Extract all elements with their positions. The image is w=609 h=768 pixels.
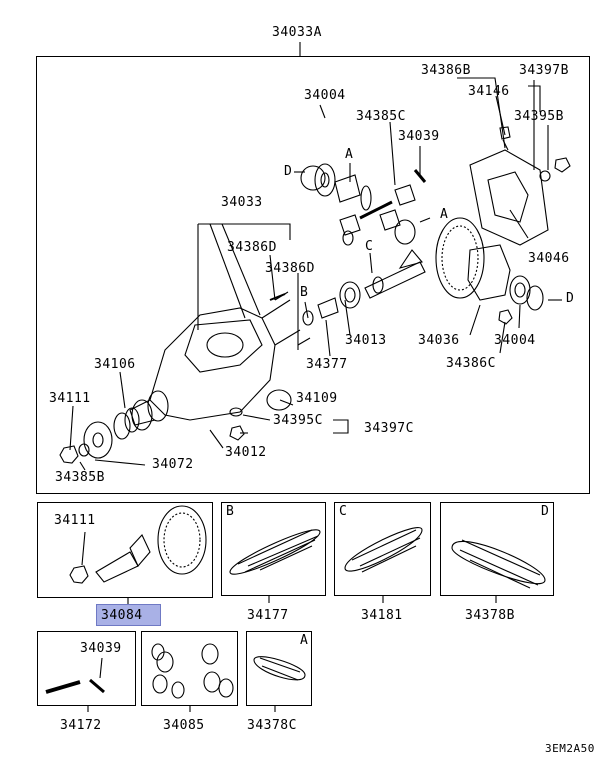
part-label-34385b[interactable]: 34385B [55,470,105,485]
part-label-34013[interactable]: 34013 [345,333,387,348]
part-label-34386b[interactable]: 34386B [421,63,471,78]
rear-cover-group [469,126,571,246]
kit-letter-b: B [226,504,235,519]
kit-box-34177 [221,502,326,596]
leader-34046 [509,209,529,239]
part-label-34377[interactable]: 34377 [306,357,348,372]
leader-34146 [495,95,506,136]
leader-34385b [79,461,86,471]
kit-part-label-34177[interactable]: 34177 [247,608,289,623]
part-label-34395c[interactable]: 34395C [273,413,323,428]
part-label-34146[interactable]: 34146 [468,84,510,99]
kit-part-label-34378b[interactable]: 34378B [465,608,515,623]
part-label-34004[interactable]: 34004 [304,88,346,103]
leader-34385c [389,121,396,186]
leader-34012 [209,429,224,449]
pinion-shaft-group [274,249,426,346]
shim-set-c-art [344,527,423,573]
highlight-34084 [96,604,161,626]
leader-34033-bracket [198,223,291,240]
leader-34395c [242,414,271,421]
callout-a-lower: A [440,207,449,222]
leader-c1 [369,252,373,274]
part-label-34046[interactable]: 34046 [528,251,570,266]
kit-inner-label-34111[interactable]: 34111 [54,513,96,528]
leader-34386c [499,321,506,354]
ring-pinion-art [69,505,207,584]
side-gear-group [269,163,427,301]
kit-box-34084 [37,502,213,598]
part-label-34012[interactable]: 34012 [225,445,267,460]
gear-set-art [151,643,234,699]
part-label-34397b[interactable]: 34397B [519,63,569,78]
callout-a-upper: A [345,147,354,162]
pin-set-art [45,657,105,694]
leader-34013 [344,299,351,336]
leader-34386d1 [269,254,276,301]
leader-34397c-bracket [333,419,349,434]
part-label-34397c[interactable]: 34397C [364,421,414,436]
kit-box-34378c [246,631,312,706]
shim-set-b-art [229,529,321,575]
part-label-34386d-2[interactable]: 34386D [265,261,315,276]
leader-34377 [325,319,331,357]
leader-34004a [319,104,326,119]
ring-gear-group [435,217,544,325]
part-label-34109[interactable]: 34109 [296,391,338,406]
leader-b1 [304,301,309,319]
kit-box-34172 [37,631,136,706]
kit-letter-a: A [300,633,309,648]
leader-34036 [469,304,481,336]
pinion-flange-group [59,390,169,464]
callout-c: C [365,239,374,254]
part-label-34033[interactable]: 34033 [221,195,263,210]
shim-set-d-art [451,539,546,589]
part-label-34004-lower[interactable]: 34004 [494,333,536,348]
part-label-34039[interactable]: 34039 [398,129,440,144]
seal-34109 [266,389,292,411]
kit-inner-label-34039[interactable]: 34039 [80,641,122,656]
callout-b: B [300,285,309,300]
kit-box-34378b [440,502,554,596]
part-label-34386c[interactable]: 34386C [446,356,496,371]
part-label-34385c[interactable]: 34385C [356,109,406,124]
callout-d-upper: D [284,164,293,179]
kit-box-34085 [141,631,238,706]
leader-34111 [69,405,74,451]
nut-small [229,425,245,441]
shim-set-a-art [253,656,306,681]
kit-part-label-34085[interactable]: 34085 [163,718,205,733]
part-label-34036[interactable]: 34036 [418,333,460,348]
washer-small [229,407,243,417]
leader-a2 [419,217,431,223]
leader-34386b [457,77,506,149]
kit-letter-d: D [541,504,550,519]
leader-34072 [94,459,146,466]
leader-34106 [119,371,126,409]
part-label-34106[interactable]: 34106 [94,357,136,372]
kit-part-label-34084[interactable]: 34084 [101,608,143,623]
assembly-title[interactable]: 34033A [272,25,322,40]
kit-letter-c: C [339,504,348,519]
diagram-code: 3EM2A50 [545,742,595,755]
main-assembly-box [36,56,590,494]
kit-part-label-34172[interactable]: 34172 [60,718,102,733]
kit-part-label-34378c[interactable]: 34378C [247,718,297,733]
part-label-34395b[interactable]: 34395B [514,109,564,124]
kit-part-label-34181[interactable]: 34181 [361,608,403,623]
differential-carrier-housing [129,299,301,431]
part-label-34111[interactable]: 34111 [49,391,91,406]
part-label-34386d-1[interactable]: 34386D [227,240,277,255]
leader-34397b-bracket [528,85,541,112]
callout-d-lower: D [566,291,575,306]
part-label-34072[interactable]: 34072 [152,457,194,472]
kit-box-34181 [334,502,431,596]
leader-34004b [518,304,521,329]
leader-34109 [279,399,294,406]
